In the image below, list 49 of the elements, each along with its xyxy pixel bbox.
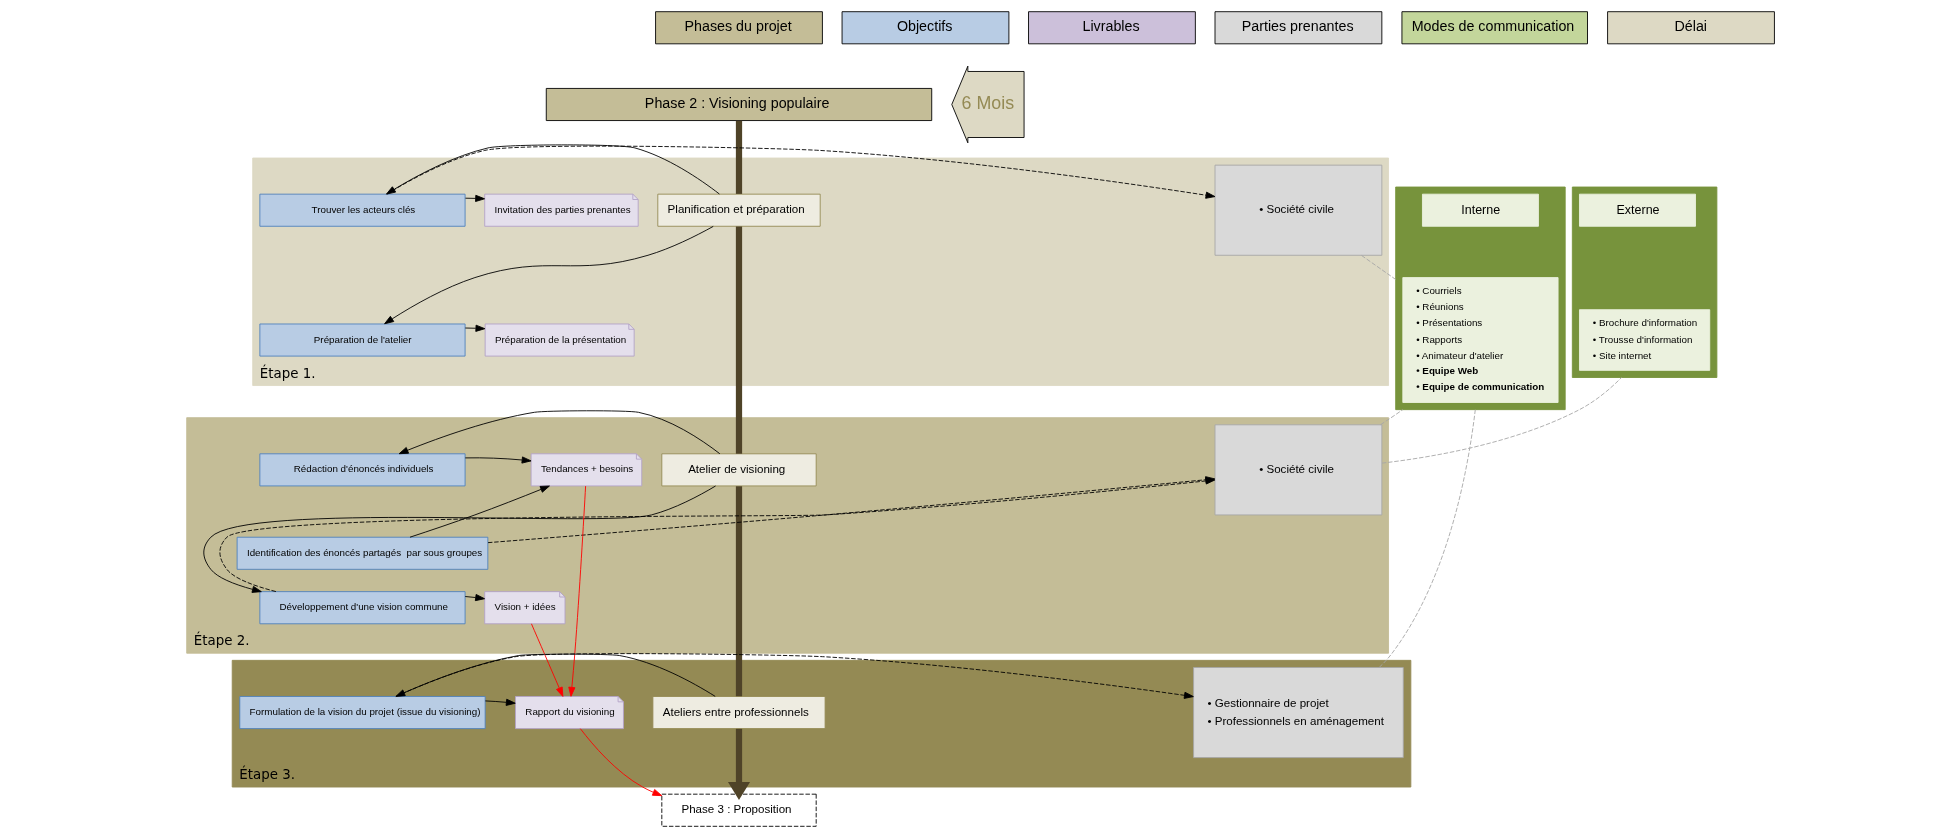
arrow xyxy=(383,225,714,325)
node-box: Modes de communication xyxy=(1400,11,1588,45)
node-box: Externe xyxy=(1578,193,1696,227)
node-box: • Gestionnaire de projet • Professionnels en aménagement xyxy=(1192,667,1404,759)
arrow xyxy=(202,485,716,593)
node-box: Rédaction d'énoncés individuels xyxy=(258,453,466,487)
node-box: Ateliers entre professionnels xyxy=(651,696,826,730)
node-box: Délai xyxy=(1606,11,1775,45)
arrow xyxy=(398,410,720,455)
node-box: Objectifs xyxy=(841,11,1009,45)
arrow xyxy=(386,145,1215,199)
arrow xyxy=(409,485,550,538)
node-box: Phase 2 : Visioning populaire xyxy=(545,88,932,121)
node-box: Identification des énoncés partagés par sous groupes xyxy=(236,536,488,570)
node-box: Préparation de l'atelier xyxy=(258,323,466,357)
arrow xyxy=(464,194,485,202)
arrow xyxy=(464,594,485,602)
connector xyxy=(735,226,742,454)
node-box: Parties prenantes xyxy=(1214,11,1382,45)
arrow xyxy=(395,653,1194,699)
arrow xyxy=(464,456,531,464)
cluster xyxy=(1394,186,1566,411)
node-box: • Société civile xyxy=(1214,424,1382,516)
node-box: Phase 3 : Proposition xyxy=(660,793,817,827)
node-box: Planification et préparation xyxy=(656,193,821,227)
connector xyxy=(735,486,742,697)
node-box: Interne xyxy=(1421,193,1539,227)
arrow xyxy=(484,698,516,706)
arrow xyxy=(579,728,662,797)
connector xyxy=(735,120,742,194)
arrow xyxy=(567,485,586,697)
node-box: • Brochure d'information • Trousse d'information • Site internet xyxy=(1578,309,1710,371)
arrow xyxy=(464,324,485,332)
node-box: • Courriels • Réunions • Présentations • Rapports • Animateur d'atelier • Equipe Web • Equipe de communication xyxy=(1401,277,1558,403)
node-box: • Société civile xyxy=(1214,164,1382,256)
connector xyxy=(1381,377,1622,464)
arrow xyxy=(530,623,563,697)
node-box: Livrables xyxy=(1027,11,1196,45)
node-box: Formulation de la vision du projet (issue du visioning) xyxy=(238,696,486,730)
node-box: Développement d'une vision commune xyxy=(258,591,466,625)
connector xyxy=(1360,255,1396,280)
node-box: Atelier de visioning xyxy=(660,453,817,487)
arrow xyxy=(727,728,750,800)
node-box: Phases du projet xyxy=(654,11,823,45)
cluster xyxy=(1571,186,1717,378)
connector xyxy=(1379,409,1403,426)
arrow xyxy=(385,144,720,195)
node-box: Trouver les acteurs clés xyxy=(258,193,466,227)
arrow xyxy=(394,653,716,697)
